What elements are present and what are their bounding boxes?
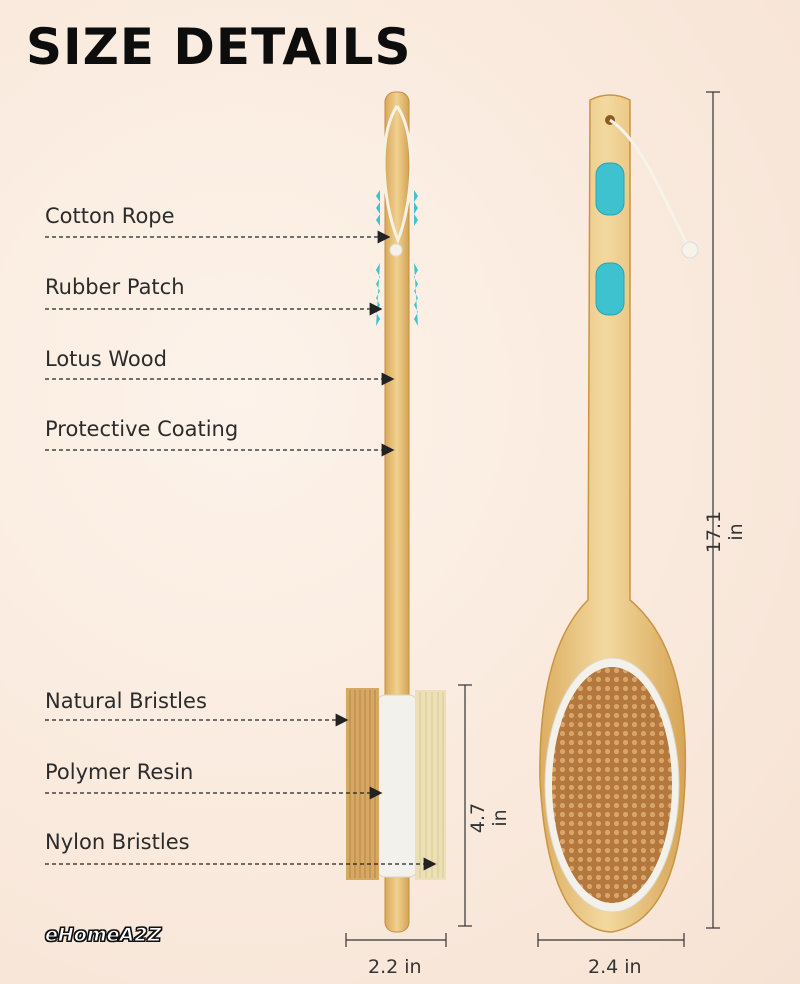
label-polymer-resin: Polymer Resin bbox=[45, 760, 194, 784]
front-bristle-head bbox=[552, 667, 672, 903]
dim-front-width: 2.4 in bbox=[588, 956, 642, 978]
label-natural-bristles: Natural Bristles bbox=[45, 689, 207, 713]
dim-head-length: 4.7 in bbox=[467, 802, 511, 834]
front-rubber-patch-bottom bbox=[595, 262, 625, 316]
side-resin bbox=[376, 694, 418, 878]
label-nylon-bristles: Nylon Bristles bbox=[45, 830, 190, 854]
dim-total-length: 17.1 in bbox=[703, 510, 747, 554]
front-rubber-patch-top bbox=[595, 162, 625, 216]
side-rubber-patch-top bbox=[376, 190, 418, 226]
page-title: SIZE DETAILS bbox=[26, 18, 412, 76]
label-protective-coating: Protective Coating bbox=[45, 417, 239, 441]
label-cotton-rope: Cotton Rope bbox=[45, 204, 175, 228]
side-view-brush bbox=[346, 91, 446, 933]
dimension-lines bbox=[345, 91, 720, 947]
side-rope bbox=[382, 105, 413, 244]
side-natural-bristles bbox=[346, 688, 379, 880]
label-lotus-wood: Lotus Wood bbox=[45, 347, 167, 371]
label-rubber-patch: Rubber Patch bbox=[45, 275, 185, 299]
rope-knot-side bbox=[389, 243, 403, 257]
front-rope bbox=[609, 118, 692, 251]
brand-logo: eHomeA2Z bbox=[44, 924, 162, 947]
rope-knot-front bbox=[681, 241, 699, 259]
front-view-brush bbox=[539, 94, 699, 933]
leader-lines bbox=[45, 230, 437, 871]
side-nylon-bristles bbox=[415, 690, 446, 880]
dim-side-width: 2.2 in bbox=[368, 956, 422, 978]
